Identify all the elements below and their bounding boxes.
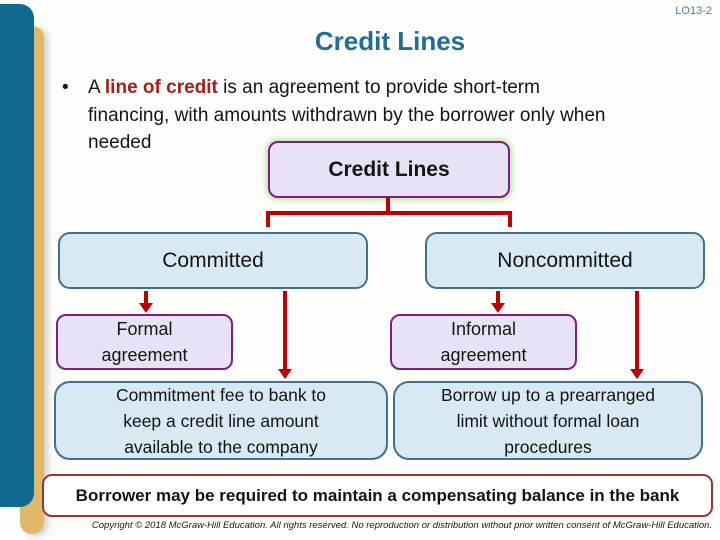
committed-box: Committed — [58, 232, 368, 289]
commitment-fee-box: Commitment fee to bank to keep a credit … — [54, 381, 388, 460]
arrow-committed-to-fee — [278, 291, 292, 379]
connector-horizontal-bar — [266, 211, 512, 215]
formal-agreement-box: Formal agreement — [56, 314, 233, 370]
borrow-line-1: Borrow up to a prearranged — [440, 384, 656, 405]
formal-line-2: agreement — [101, 345, 188, 365]
arrow-noncommitted-to-informal — [491, 291, 505, 313]
bullet-line-2: financing, with amounts withdrawn by the… — [88, 104, 606, 126]
bullet-suffix: is an agreement to provide short-term — [217, 77, 540, 98]
left-blue-bar — [0, 4, 34, 507]
bullet-marker: • — [62, 77, 69, 98]
formal-line-1: Formal — [116, 319, 173, 339]
compensating-balance-banner: Borrower may be required to maintain a c… — [42, 474, 713, 517]
bullet-highlight: line of credit — [104, 77, 218, 98]
connector-stem — [386, 197, 390, 212]
bullet-text: A line of credit is an agreement to prov… — [88, 74, 606, 157]
connector-drop-right — [508, 214, 512, 227]
commitment-fee-line-2: keep a credit line amount — [123, 410, 319, 431]
copyright-notice: Copyright © 2018 McGraw-Hill Education. … — [91, 520, 713, 531]
bullet-paragraph: • A line of credit is an agreement to pr… — [62, 74, 712, 157]
arrow-committed-to-formal — [139, 291, 153, 313]
noncommitted-box: Noncommitted — [425, 232, 705, 289]
borrow-limit-box: Borrow up to a prearranged limit without… — [393, 381, 703, 460]
commitment-fee-line-3: available to the company — [124, 436, 318, 457]
arrow-head-icon — [139, 303, 153, 313]
bullet-prefix: A — [88, 77, 105, 98]
diagram-root-box: Credit Lines — [268, 141, 510, 198]
commitment-fee-line-1: Commitment fee to bank to — [115, 384, 327, 405]
slide-title: Credit Lines — [314, 26, 466, 56]
borrow-line-2: limit without formal loan — [456, 410, 640, 431]
bullet-line-3: needed — [88, 132, 152, 153]
informal-agreement-box: Informal agreement — [390, 314, 577, 370]
bullet-line-1: A line of credit is an agreement to prov… — [88, 74, 606, 102]
arrow-head-icon — [278, 369, 292, 379]
borrow-line-3: procedures — [504, 436, 592, 457]
arrow-head-icon — [630, 369, 644, 379]
informal-line-1: Informal — [450, 319, 517, 339]
arrow-noncommitted-to-borrow — [630, 291, 644, 379]
arrow-head-icon — [491, 303, 505, 313]
learning-objective-tag: LO13-2 — [675, 5, 712, 17]
connector-drop-left — [266, 214, 270, 227]
informal-line-2: agreement — [440, 345, 527, 365]
